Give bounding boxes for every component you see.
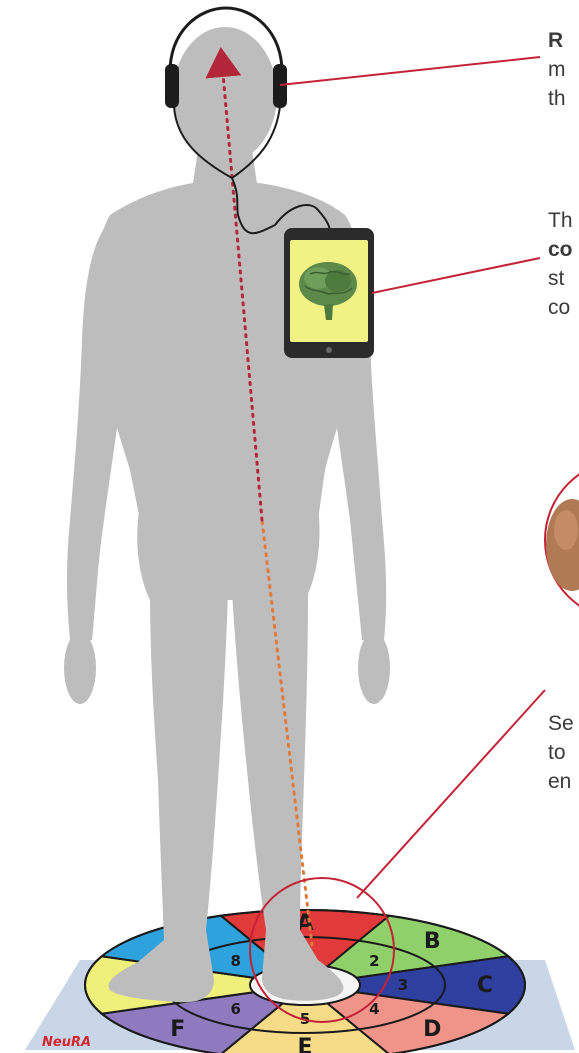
magnified-detail — [545, 460, 579, 620]
callout-headphones-line2: m — [548, 55, 566, 84]
pelvis — [137, 505, 319, 600]
callout-line-foot — [357, 690, 545, 898]
callout-foot-line3: en — [548, 767, 574, 796]
mat-outer-label: C — [477, 973, 493, 998]
callout-headphones: R m th — [548, 26, 566, 113]
callout-device-line4: co — [548, 293, 573, 322]
right-earcup — [273, 64, 287, 108]
callout-device-line3: st — [548, 264, 573, 293]
callout-headphones-line1: R — [548, 26, 566, 55]
left-earcup — [165, 64, 179, 108]
mat-inner-label: 8 — [230, 952, 240, 970]
mat-inner-label: 3 — [398, 976, 408, 994]
mat-outer-label: E — [297, 1035, 312, 1053]
callout-foot-line1: Se — [548, 709, 574, 738]
mat-outer-label: B — [424, 929, 441, 954]
arm-device[interactable] — [284, 228, 374, 358]
neura-logo: NeuRA — [42, 1035, 91, 1050]
callout-device: Th co st co — [548, 206, 573, 322]
mat-inner-label: 2 — [369, 952, 379, 970]
mat-inner-label: 6 — [230, 1000, 240, 1018]
callout-line-headphones — [280, 57, 540, 85]
mat-outer-label: F — [170, 1017, 185, 1042]
callout-headphones-line3: th — [548, 84, 566, 113]
mat-outer-label: D — [423, 1017, 441, 1042]
callout-device-line1: Th — [548, 206, 573, 235]
callout-device-line2: co — [548, 235, 573, 264]
callout-line-device — [372, 258, 540, 293]
right-hand — [358, 632, 390, 704]
left-hand — [64, 632, 96, 704]
callout-foot: Se to en — [548, 709, 574, 796]
callout-foot-line2: to — [548, 738, 574, 767]
human-figure — [64, 27, 390, 1002]
device-home-button — [326, 347, 332, 353]
